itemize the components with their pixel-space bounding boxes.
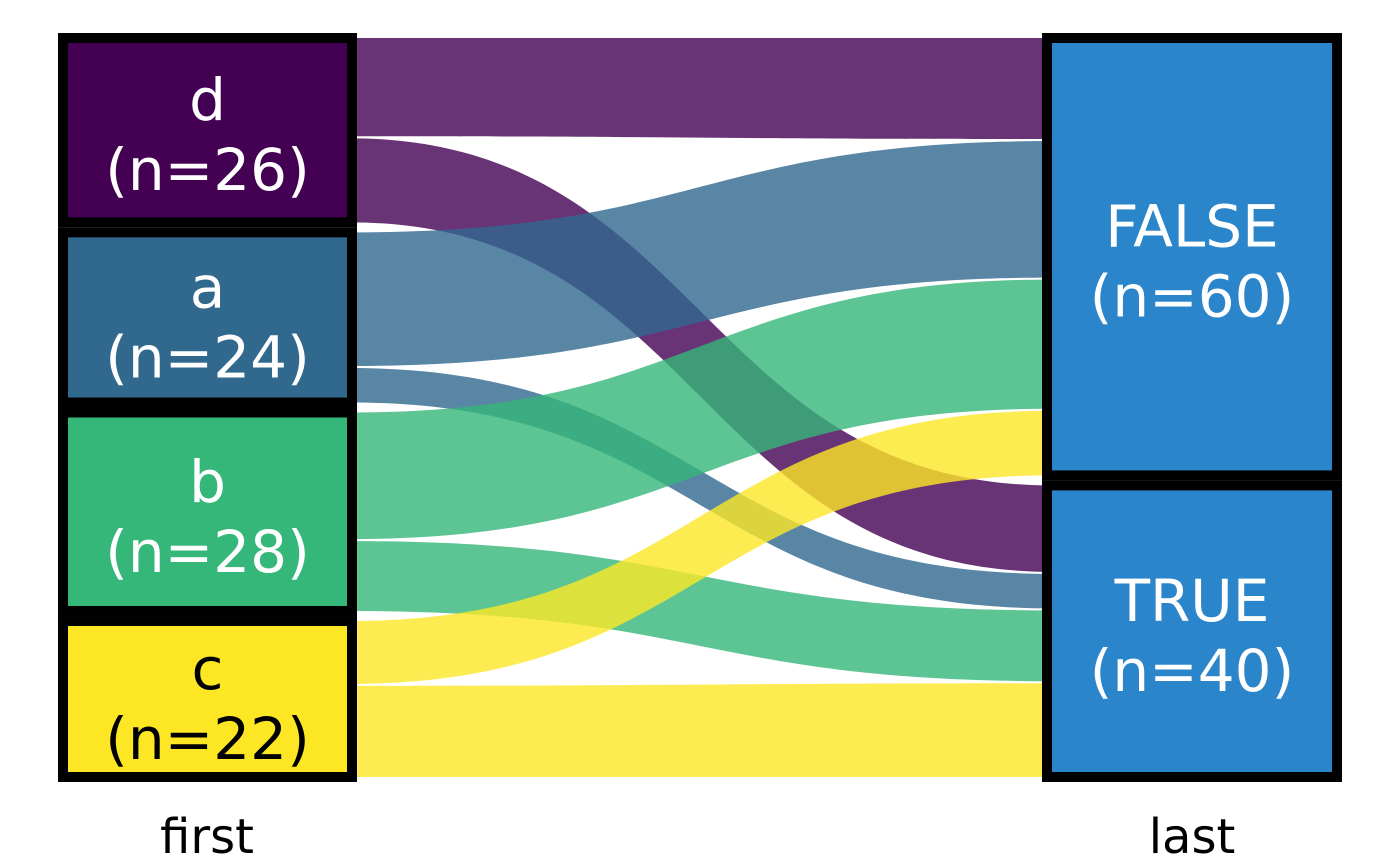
flow-b-TRUE xyxy=(350,541,1052,682)
flow-b-FALSE xyxy=(350,279,1052,540)
node-count-FALSE: (n=60) xyxy=(1090,263,1294,331)
node-c: c(n=22) xyxy=(58,616,357,783)
node-label-TRUE: TRUE xyxy=(1114,567,1270,635)
node-label-FALSE: FALSE xyxy=(1105,193,1279,261)
nodes-layer: d(n=26)a(n=24)b(n=28)c(n=22)FALSE(n=60)T… xyxy=(58,33,1342,783)
node-b: b(n=28) xyxy=(58,407,357,617)
node-label-b: b xyxy=(189,448,226,516)
node-count-a: (n=24) xyxy=(105,323,309,391)
node-count-b: (n=28) xyxy=(105,518,309,586)
node-label-d: d xyxy=(189,66,226,134)
node-rect-TRUE xyxy=(1042,480,1342,782)
node-count-TRUE: (n=40) xyxy=(1090,637,1294,705)
axis-label-last: last xyxy=(1149,809,1236,865)
node-a: a(n=24) xyxy=(58,227,357,408)
flow-c-TRUE xyxy=(350,683,1052,777)
flow-c-FALSE xyxy=(350,410,1052,684)
node-FALSE: FALSE(n=60) xyxy=(1042,33,1342,481)
node-rect-FALSE xyxy=(1042,33,1342,481)
node-label-c: c xyxy=(192,635,224,703)
node-count-d: (n=26) xyxy=(105,136,309,204)
flow-d-FALSE xyxy=(350,38,1052,140)
node-TRUE: TRUE(n=40) xyxy=(1042,480,1342,782)
flow-a-TRUE xyxy=(350,368,1052,609)
node-rect-a xyxy=(58,227,357,408)
node-count-c: (n=22) xyxy=(105,705,309,773)
node-rect-d xyxy=(58,33,357,228)
node-rect-b xyxy=(58,407,357,617)
flows-layer xyxy=(350,38,1052,777)
flow-a-FALSE xyxy=(350,141,1052,367)
axis-label-first: first xyxy=(160,809,254,865)
node-label-a: a xyxy=(190,253,226,321)
node-rect-c xyxy=(58,616,357,783)
node-d: d(n=26) xyxy=(58,33,357,228)
